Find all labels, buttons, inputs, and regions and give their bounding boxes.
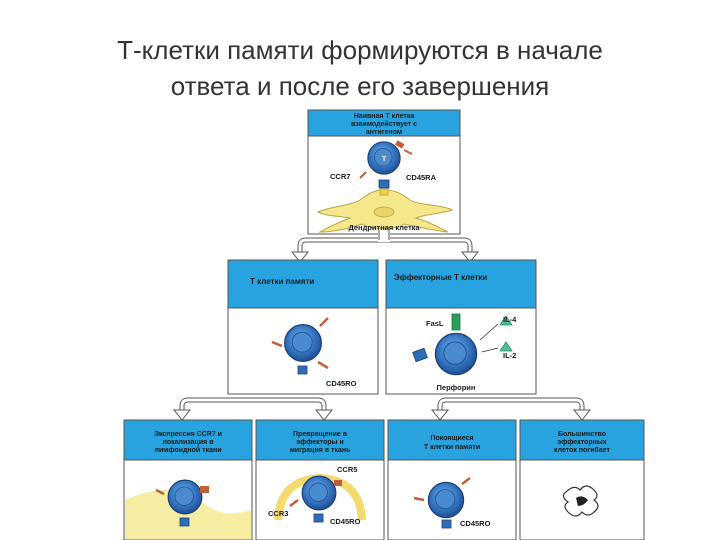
box1-line-1: Экспрессия CCR7 и xyxy=(154,431,222,438)
tcr-receptor xyxy=(378,179,390,189)
effector-box: Эффекторные Т клетки FasL IL-4 IL-2 Перф… xyxy=(385,259,537,395)
box4-line-3: клеток погибает xyxy=(554,446,611,454)
ccr3-label: CCR3 xyxy=(268,509,288,518)
ccr7-label: CCR7 xyxy=(330,172,350,181)
il2-marker xyxy=(499,341,513,352)
bottom-box-3: Покоящиеся Т клетки памяти CD45RO xyxy=(387,419,517,540)
branch-arrows-bottom xyxy=(172,397,592,421)
il4-marker xyxy=(499,315,513,326)
ccr5-label: CCR5 xyxy=(337,465,357,474)
top-box-header xyxy=(307,109,461,137)
title-line-1: Т-клетки памяти формируются в начале xyxy=(117,35,603,65)
box2-line-3: миграция в ткань xyxy=(290,447,352,454)
top-header-line-1: Наивная Т клетка xyxy=(354,113,415,120)
effector-header: Эффекторные Т клетки xyxy=(394,273,487,282)
effector-box-header xyxy=(385,259,537,309)
dendritic-label: Дендритная клетка xyxy=(348,223,420,232)
cell-box2 xyxy=(301,475,337,511)
il4-label: IL-4 xyxy=(503,315,517,324)
box3-line-2: Т клетки памяти xyxy=(424,444,480,451)
memory-cd45ro: CD45RO xyxy=(326,379,357,388)
fasl-label: FasL xyxy=(426,319,444,328)
box1-line-3: лимфоидной ткани xyxy=(155,446,222,454)
perforin-label: Перфорин xyxy=(437,383,476,392)
memory-t-cell xyxy=(284,324,322,362)
bottom-box-4: Большинство эффекторных клеток погибает xyxy=(519,419,645,540)
box2-line-1: Превращение в xyxy=(293,431,348,438)
top-header-line-3: антигеном xyxy=(366,129,402,136)
box1-line-2: локализация в xyxy=(163,439,215,446)
bottom-box-1: Экспрессия CCR7 и локализация в лимфоидн… xyxy=(123,419,253,540)
top-box: Наивная Т клетка взаимодействует с антиг… xyxy=(307,109,461,235)
bottom-box-2: Превращение в эффекторы и миграция в тка… xyxy=(255,419,385,540)
tcr-receptor xyxy=(297,365,308,375)
memory-box: Т клетки памяти CD45RO xyxy=(227,259,379,395)
memory-header: Т клетки памяти xyxy=(250,277,314,286)
branch-arrows-top xyxy=(290,230,480,263)
lymphoid-tissue xyxy=(125,490,251,539)
receptor xyxy=(395,140,405,149)
cell-box1 xyxy=(167,479,203,515)
title-line-2: ответа и после его завершения xyxy=(170,71,550,101)
box2-cd45ro: CD45RO xyxy=(330,517,361,526)
top-header-line-2: взаимодействует с xyxy=(351,120,417,128)
effector-t-cell xyxy=(434,332,478,376)
box2-line-2: эффекторы и xyxy=(296,439,344,446)
box3-line-1: Покоящиеся xyxy=(431,435,474,442)
memory-box-header xyxy=(227,259,379,309)
cell-box3 xyxy=(427,481,465,519)
il2-label: IL-2 xyxy=(503,351,516,360)
cd45ra-label: CD45RA xyxy=(406,173,437,182)
box4-line-1: Большинство xyxy=(558,431,606,438)
box4-line-2: эффекторных xyxy=(557,439,607,446)
box3-cd45ro: CD45RO xyxy=(460,519,491,528)
slide-title: Т-клетки памяти формируются в начале отв… xyxy=(0,32,720,104)
fasl-receptor xyxy=(451,313,461,331)
t-cell-label: T xyxy=(382,154,387,163)
